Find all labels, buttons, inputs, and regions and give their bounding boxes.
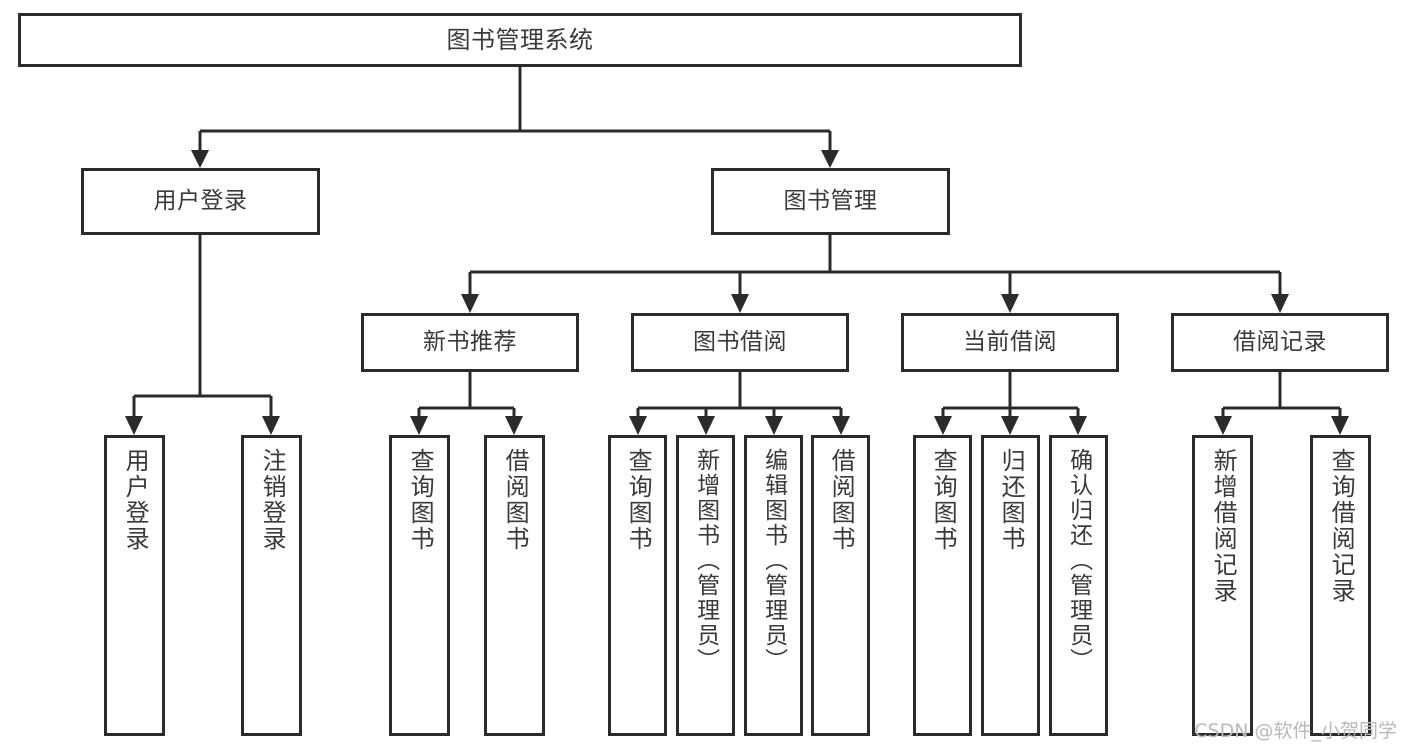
arrow-ul-to-leaf2 (262, 416, 280, 435)
csdn-watermark: CSDN @软件_小贺同学 (1194, 720, 1397, 742)
arrow-cb-to-leaf3 (1069, 416, 1087, 435)
arrow-br-to-leaf1 (1214, 416, 1232, 435)
arrow-bb-to-leaf2 (697, 416, 715, 435)
leaf-edit-book[interactable]: 编辑图书（管理员） (744, 435, 803, 736)
node-book-borrow-label: 图书借阅 (693, 328, 787, 355)
leaf-user-login[interactable]: 用户登录 (104, 435, 165, 736)
arrow-bb-to-leaf3 (765, 416, 783, 435)
node-current-borrow-label: 当前借阅 (963, 328, 1057, 355)
arrow-br-to-leaf2 (1331, 416, 1349, 435)
leaf-confirm-return[interactable]: 确认归还（管理员） (1049, 435, 1108, 736)
leaf-user-login-label: 用户登录 (121, 448, 150, 552)
arrow-ul-to-leaf1 (125, 416, 143, 435)
leaf-confirm-return-label: 确认归还（管理员） (1065, 448, 1092, 673)
leaf-borrow-book-1-label: 借阅图书 (501, 448, 530, 552)
node-book-borrow[interactable]: 图书借阅 (631, 313, 849, 372)
node-book-manage[interactable]: 图书管理 (711, 168, 950, 235)
leaf-logout-label: 注销登录 (258, 448, 287, 552)
arrow-bb-to-leaf4 (832, 416, 850, 435)
leaf-logout[interactable]: 注销登录 (241, 435, 302, 736)
leaf-add-record[interactable]: 新增借阅记录 (1192, 435, 1253, 736)
arrow-nbr-to-leaf1 (410, 416, 428, 435)
node-borrow-record[interactable]: 借阅记录 (1171, 313, 1389, 372)
leaf-add-book-label: 新增图书（管理员） (692, 448, 719, 673)
node-book-manage-label: 图书管理 (783, 187, 878, 214)
arrow-nbr-to-leaf2 (505, 416, 523, 435)
arrow-bb-to-leaf1 (629, 416, 647, 435)
node-user-login-label: 用户登录 (153, 187, 248, 214)
leaf-query-book-1[interactable]: 查询图书 (389, 435, 450, 736)
leaf-borrow-book-2-label: 借阅图书 (827, 448, 856, 552)
leaf-borrow-book-2[interactable]: 借阅图书 (811, 435, 870, 736)
arrow-bm-to-new-book-rec (461, 294, 479, 313)
arrow-bm-to-book-borrow (731, 294, 749, 313)
arrow-root-to-user-login (191, 150, 209, 168)
leaf-query-book-1-label: 查询图书 (406, 448, 435, 552)
node-borrow-record-label: 借阅记录 (1233, 328, 1327, 355)
leaf-return-book[interactable]: 归还图书 (981, 435, 1040, 736)
node-user-login[interactable]: 用户登录 (81, 168, 320, 235)
leaf-query-record-label: 查询借阅记录 (1327, 448, 1356, 604)
leaf-return-book-label: 归还图书 (997, 448, 1026, 552)
leaf-query-book-2-label: 查询图书 (624, 448, 653, 552)
node-root[interactable]: 图书管理系统 (18, 13, 1022, 67)
node-new-book-rec-label: 新书推荐 (423, 328, 517, 355)
arrow-bm-to-current-borrow (1001, 294, 1019, 313)
node-current-borrow[interactable]: 当前借阅 (901, 313, 1119, 372)
leaf-edit-book-label: 编辑图书（管理员） (760, 448, 787, 673)
leaf-add-book[interactable]: 新增图书（管理员） (676, 435, 735, 736)
arrow-cb-to-leaf1 (934, 416, 952, 435)
arrow-root-to-book-manage (821, 150, 839, 168)
node-new-book-rec[interactable]: 新书推荐 (361, 313, 579, 372)
node-root-label: 图书管理系统 (446, 25, 594, 54)
arrow-bm-to-borrow-record (1271, 294, 1289, 313)
leaf-query-book-3[interactable]: 查询图书 (913, 435, 972, 736)
arrow-cb-to-leaf2 (1001, 416, 1019, 435)
leaf-query-book-2[interactable]: 查询图书 (608, 435, 667, 736)
leaf-add-record-label: 新增借阅记录 (1209, 448, 1238, 604)
leaf-borrow-book-1[interactable]: 借阅图书 (484, 435, 545, 736)
leaf-query-record[interactable]: 查询借阅记录 (1310, 435, 1371, 736)
leaf-query-book-3-label: 查询图书 (929, 448, 958, 552)
